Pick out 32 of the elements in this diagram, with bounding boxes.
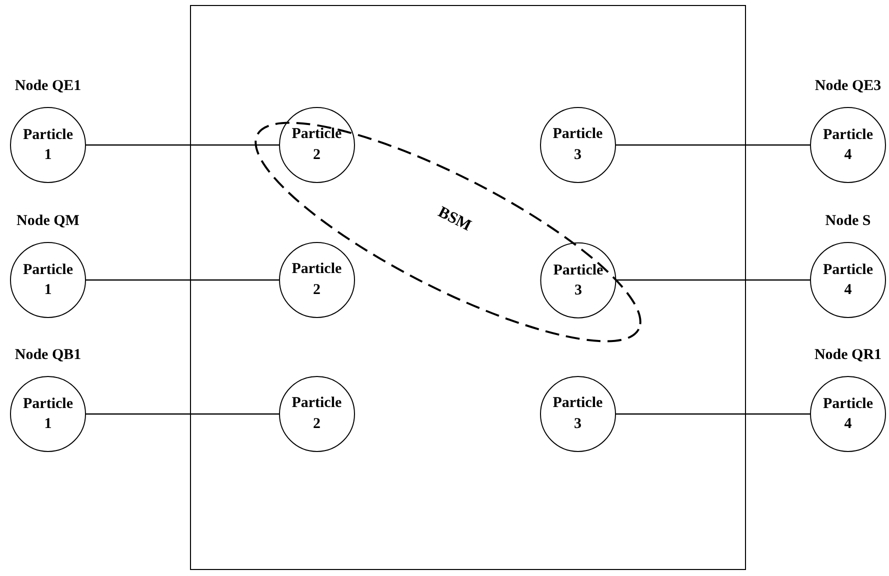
particle-circle [278,106,355,183]
particle-label: Particle 4 [823,260,873,300]
particle-label: Particle 2 [292,260,342,300]
particle-label: Particle 2 [292,394,342,434]
connector-line [616,144,810,146]
particle-label: Particle 3 [552,260,603,300]
particle-label: Particle 1 [23,260,73,300]
particle-label: Particle 4 [823,394,873,434]
particle-circle [540,242,616,318]
particle-circle [540,106,616,183]
connector-line [86,279,279,281]
system-box [190,5,746,570]
node-heading: Node QE3 [814,78,882,95]
particle-label: Particle 1 [23,126,73,165]
node-heading: Node QR1 [814,347,882,364]
group-label: BSM [434,203,474,236]
particle-label: Particle 2 [292,125,342,165]
particle-label: Particle 4 [823,126,873,165]
particle-circle [278,376,355,452]
node-heading: Node QM [16,213,80,230]
connector-line [86,413,279,415]
particle-label: Particle 3 [552,125,603,165]
connector-line [616,279,810,281]
node-heading: Node QE1 [14,78,82,95]
connector-line [86,144,279,146]
connector-line [616,413,810,415]
particle-label: Particle 1 [23,394,73,434]
node-heading: Node QB1 [14,347,82,364]
particle-circle [278,242,355,318]
node-heading: Node S [825,213,871,230]
particle-circle [540,376,616,452]
particle-label: Particle 3 [552,394,603,434]
